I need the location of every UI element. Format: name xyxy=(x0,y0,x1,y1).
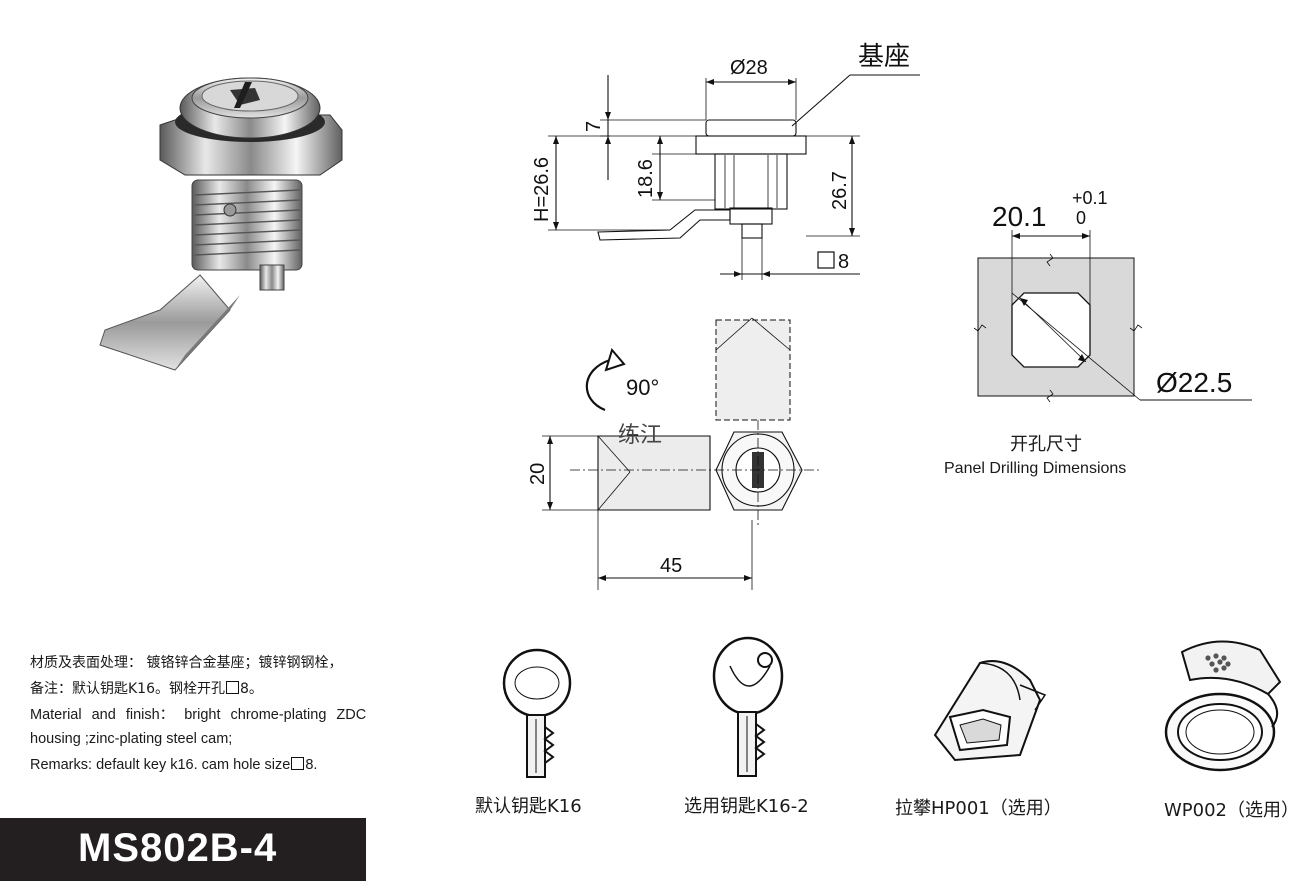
spec-line-3: Material and finish： bright chrome-plati… xyxy=(30,707,367,723)
product-photo xyxy=(99,77,343,371)
dim-h: H=26.6 xyxy=(531,157,553,222)
dim-45: 45 xyxy=(660,555,682,577)
dim-26-7: 26.7 xyxy=(829,171,851,210)
spec-line-1: 材质及表面处理： 镀铬锌合金基座；镀锌钢钢栓， xyxy=(30,655,343,671)
panel-drilling-drawing: 20.1 +0.1 0 Ø22.5 xyxy=(973,188,1252,403)
dim-18-6: 18.6 xyxy=(635,159,657,198)
accessory-label-k16-2: 选用钥匙K16-2 xyxy=(684,796,809,817)
panel-title-en: Panel Drilling Dimensions xyxy=(944,460,1127,477)
cam-rotated-position xyxy=(715,317,791,421)
spec-line-2-post: 8。 xyxy=(240,681,263,697)
panel-dim-dia: Ø22.5 xyxy=(1156,367,1232,398)
pull-handle-hp001-icon xyxy=(933,660,1047,762)
spec-line-2: 备注：默认钥匙K16。钢栓开孔 8。 xyxy=(30,678,263,700)
key-k16-icon xyxy=(502,648,572,778)
label-base: 基座 xyxy=(858,41,910,71)
side-view-drawing: 基座 Ø28 7 H=26.6 18.6 26.7 8 xyxy=(531,41,920,280)
panel-title-cn: 开孔尺寸 xyxy=(1010,434,1082,455)
dim-dia28: Ø28 xyxy=(730,57,768,79)
cam-closed-position xyxy=(597,435,711,511)
square-symbol xyxy=(291,757,305,770)
spec-line-4: housing ;zinc-plating steel cam; xyxy=(30,731,233,747)
spec-line-5-pre: Remarks: default key k16. cam hole size xyxy=(30,757,291,773)
key-k16-2-icon xyxy=(712,636,784,777)
dim-square-8: 8 xyxy=(838,251,849,273)
spec-line-5: Remarks: default key k16. cam hole size 8… xyxy=(30,754,317,776)
accessory-label-hp001: 拉攀HP001（选用） xyxy=(895,798,1062,819)
square-symbol xyxy=(817,251,835,269)
dim-20: 20 xyxy=(527,463,549,485)
dim-7: 7 xyxy=(583,121,605,132)
model-number: MS802B-4 xyxy=(78,826,278,870)
front-view-drawing: 90° 练江 20 45 xyxy=(527,317,820,590)
side-view-lock-outline xyxy=(597,119,807,241)
panel-tol-lower: 0 xyxy=(1076,208,1086,228)
accessory-label-wp002: WP002（选用） xyxy=(1164,800,1300,821)
panel-dim-width: 20.1 xyxy=(992,201,1047,232)
watermark: 练江 xyxy=(618,423,662,448)
accessory-label-k16: 默认钥匙K16 xyxy=(475,796,582,817)
dim-rotation: 90° xyxy=(626,375,659,400)
dust-cover-wp002-icon xyxy=(1164,640,1282,772)
square-symbol xyxy=(226,681,239,694)
spec-line-2-pre: 备注：默认钥匙K16。钢栓开孔 xyxy=(30,681,225,697)
panel-tol-upper: +0.1 xyxy=(1072,188,1108,208)
spec-line-5-post: 8. xyxy=(305,757,318,773)
model-bar xyxy=(0,818,366,881)
